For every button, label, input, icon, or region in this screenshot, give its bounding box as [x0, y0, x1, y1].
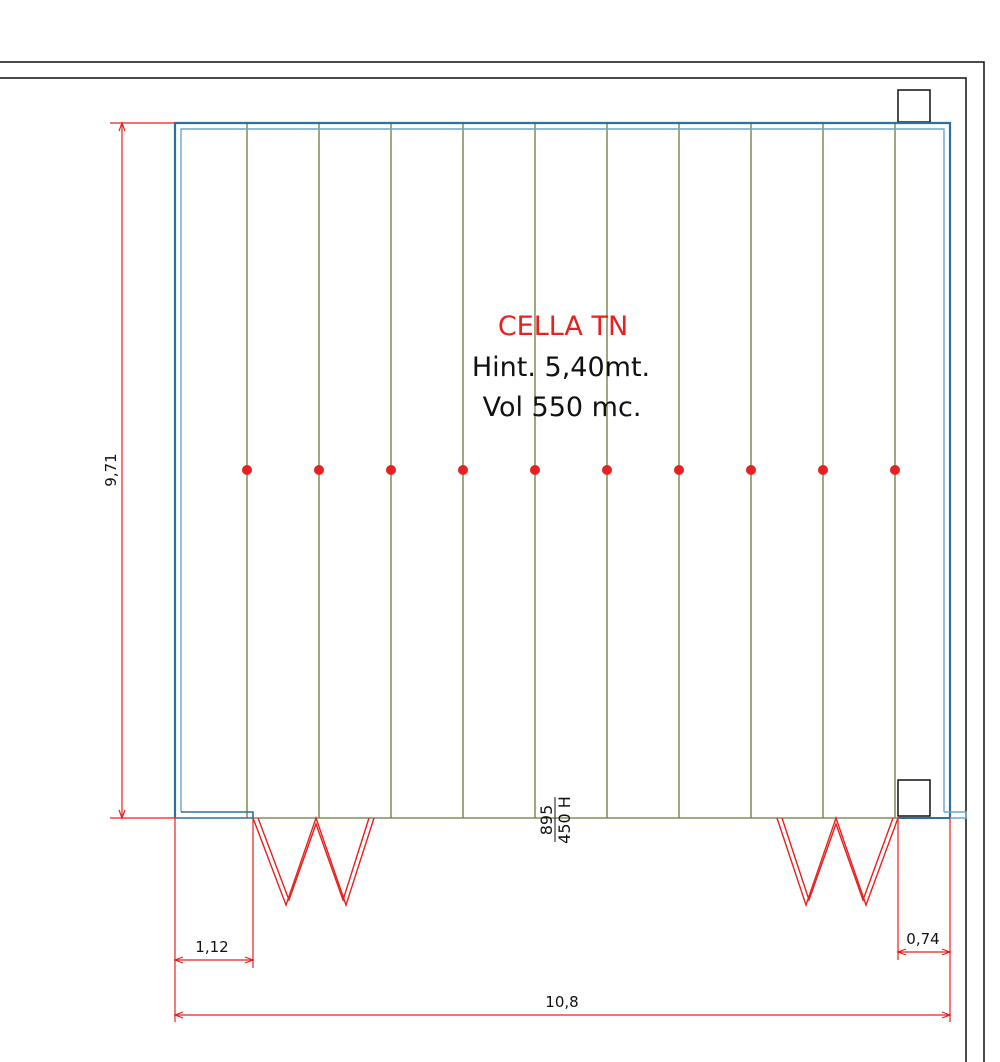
pillar-top-right	[897, 89, 931, 123]
total-width-label: 10,8	[545, 993, 578, 1011]
door-width-label: 895	[537, 805, 556, 836]
rack-uprights	[242, 123, 900, 818]
room-volume-label: Vol 550 mc.	[483, 392, 642, 423]
support-column-marker	[818, 465, 828, 475]
support-column-marker	[458, 465, 468, 475]
left-offset-label: 1,12	[195, 938, 228, 956]
total-width-dimension	[173, 968, 952, 1022]
room-name: CELLA TN	[498, 311, 628, 342]
left-offset-dimension	[173, 818, 255, 968]
door-height-label: 450 H	[555, 796, 574, 844]
right-offset-label: 0,74	[906, 930, 939, 948]
support-column-marker	[386, 465, 396, 475]
support-column-marker	[242, 465, 252, 475]
room-walls	[173, 121, 967, 819]
support-column-marker	[314, 465, 324, 475]
door-leaves-right	[776, 815, 899, 908]
depth-dimension-label: 9,71	[102, 453, 120, 486]
pillar-bottom-right	[897, 779, 931, 817]
depth-dimension	[110, 121, 175, 820]
door-leaves-left	[252, 815, 375, 908]
support-column-marker	[674, 465, 684, 475]
right-offset-dimension	[896, 818, 952, 1022]
support-column-marker	[746, 465, 756, 475]
support-column-marker	[602, 465, 612, 475]
support-column-marker	[530, 465, 540, 475]
room-height-label: Hint. 5,40mt.	[472, 352, 650, 383]
support-column-marker	[890, 465, 900, 475]
sheet-border	[0, 61, 985, 1062]
